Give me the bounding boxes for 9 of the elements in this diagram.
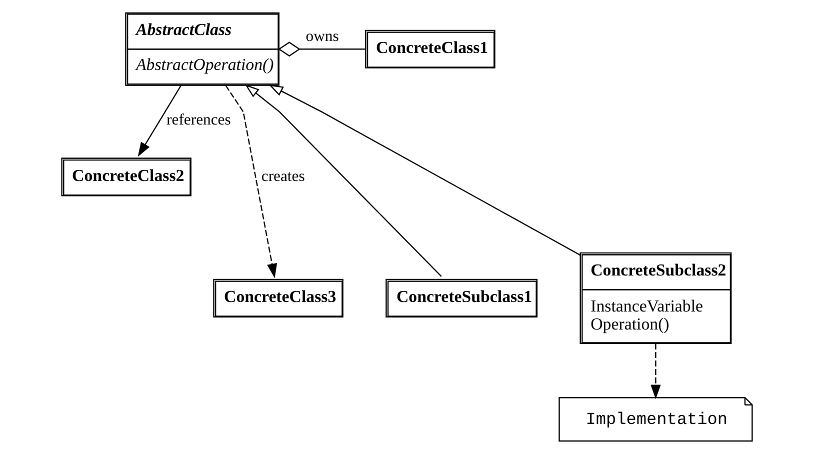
connector xyxy=(278,42,366,57)
arrow xyxy=(268,84,581,256)
arrow xyxy=(244,84,442,277)
arrow xyxy=(650,344,661,400)
edge-label: creates xyxy=(261,168,305,186)
arrow xyxy=(138,85,182,157)
edge-label: owns xyxy=(306,28,339,46)
edge-label: references xyxy=(166,111,231,128)
arrow xyxy=(225,85,278,278)
